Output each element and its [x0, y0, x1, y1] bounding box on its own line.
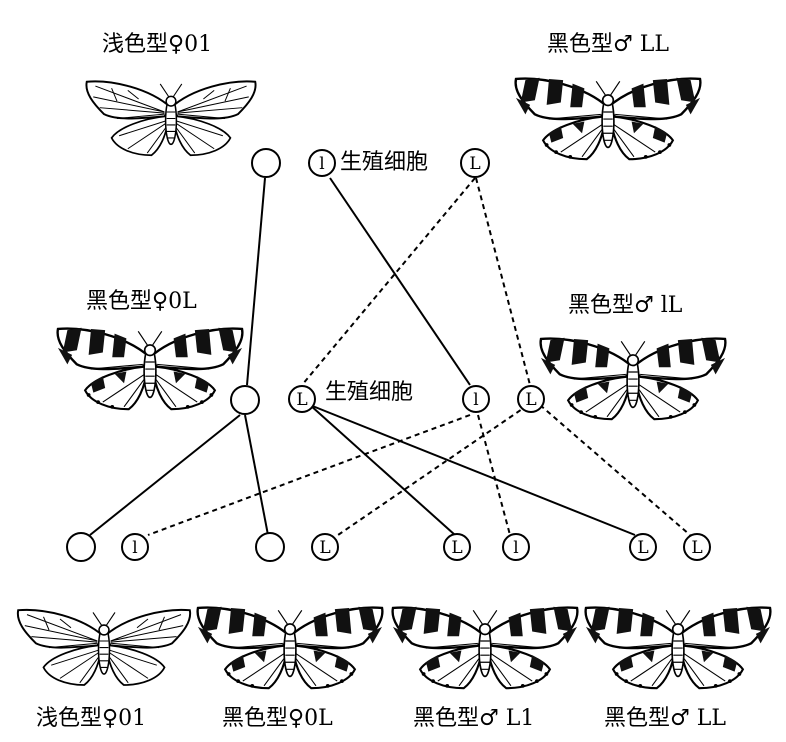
f2-gamete-empty-1: [66, 532, 96, 562]
butterfly-parent-male-dark: [514, 76, 702, 161]
f2-gamete-l-2: l: [502, 533, 530, 561]
svg-text:l: l: [513, 538, 518, 558]
svg-text:L: L: [637, 538, 648, 558]
svg-text:l: l: [132, 538, 137, 558]
parent-male-label: 黑色型♂ LL: [547, 32, 669, 57]
svg-text:l: l: [319, 154, 324, 174]
f2-gamete-L-3: L: [629, 533, 657, 561]
offspring-2-label: 黑色型♀0L: [222, 706, 333, 731]
butterfly-offspring-3-dark: [391, 605, 579, 690]
f1-gamete-l: l: [462, 385, 490, 413]
f2-gamete-L-4: L: [683, 533, 711, 561]
f2-gamete-L-1: L: [311, 533, 339, 561]
butterfly-offspring-4-dark: [584, 605, 772, 690]
parent-gamete-L: L: [460, 148, 490, 178]
f1-gamete-L-1: L: [288, 385, 316, 413]
svg-text:L: L: [525, 390, 536, 410]
svg-text:L: L: [451, 538, 462, 558]
f1-female-label: 黑色型♀0L: [86, 289, 197, 314]
offspring-1-label: 浅色型♀01: [36, 706, 147, 731]
f1-gamete-empty: [230, 385, 260, 415]
svg-text:L: L: [296, 390, 307, 410]
parent-gametes-label: 生殖细胞: [340, 150, 429, 175]
f2-gamete-l-1: l: [121, 533, 149, 561]
f1-gametes-label: 生殖细胞: [325, 380, 414, 405]
butterfly-parent-female-light: [85, 80, 257, 157]
f2-gamete-L-2: L: [443, 533, 471, 561]
parent-female-label: 浅色型♀01: [102, 32, 213, 57]
svg-text:L: L: [469, 154, 480, 174]
svg-text:L: L: [691, 538, 702, 558]
butterfly-offspring-2-dark: [196, 605, 384, 690]
butterfly-f1-female-dark: [56, 326, 244, 411]
parent-gamete-empty: [251, 148, 281, 178]
offspring-4-label: 黑色型♂ LL: [604, 706, 726, 731]
f1-male-label: 黑色型♂ lL: [568, 293, 683, 318]
inheritance-lines: [89, 177, 691, 536]
svg-text:L: L: [319, 538, 330, 558]
parent-gamete-l: l: [308, 149, 336, 177]
f2-gamete-empty-2: [255, 532, 285, 562]
f1-gamete-L-2: L: [517, 385, 545, 413]
offspring-3-label: 黑色型♂ L1: [413, 706, 535, 731]
butterfly-offspring-1-light: [16, 608, 192, 686]
butterfly-f1-male-dark: [539, 336, 727, 421]
svg-text:l: l: [473, 390, 478, 410]
